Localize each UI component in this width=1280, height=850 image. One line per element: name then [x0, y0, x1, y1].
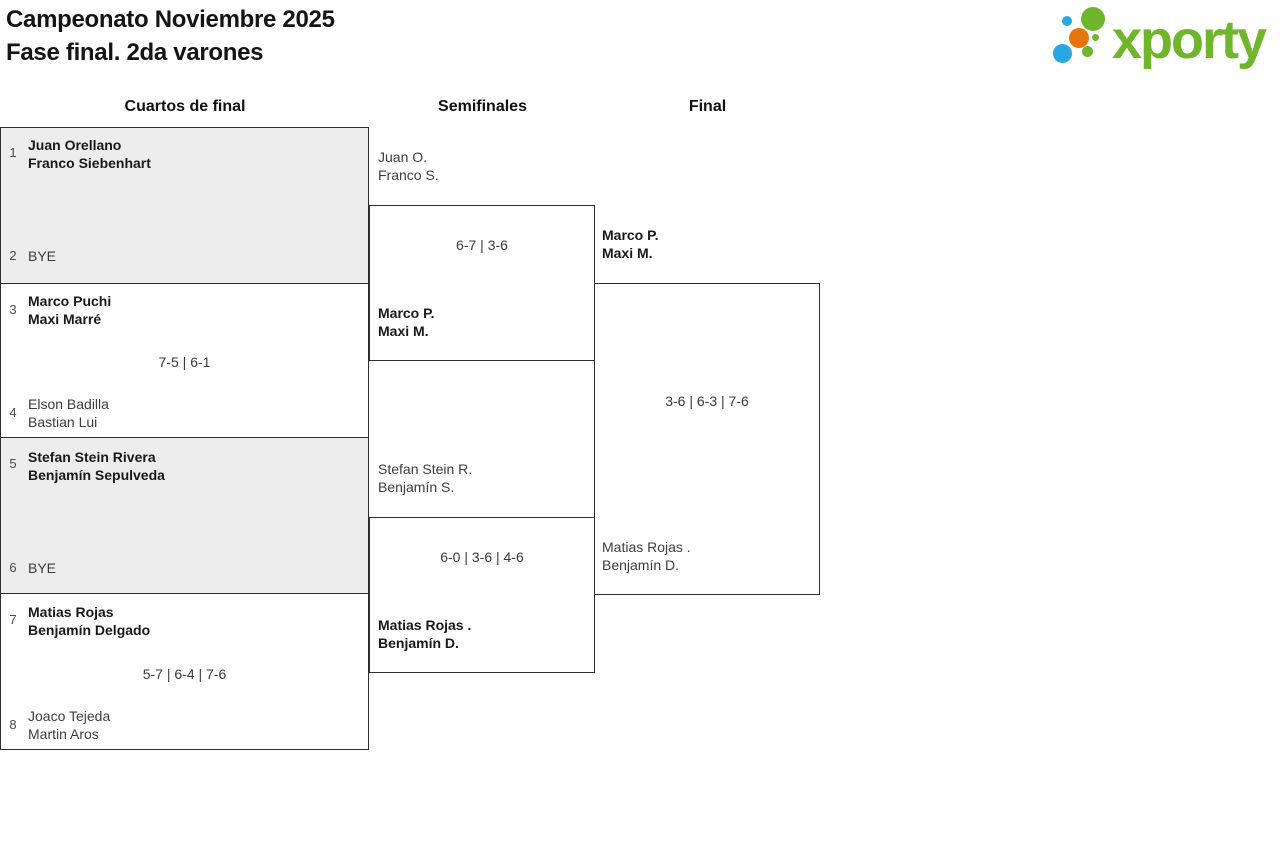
player-name: Maxi M.	[378, 323, 429, 339]
seed-number: 7	[9, 612, 17, 627]
match-box-sf1[interactable]	[369, 205, 595, 361]
player-name: Franco Siebenhart	[28, 155, 151, 171]
player-name: Benjamín Delgado	[28, 622, 151, 638]
player-name: Matias Rojas .	[602, 539, 691, 555]
player-name: Benjamín S.	[378, 479, 455, 495]
player-name: Stefan Stein Rivera	[28, 449, 156, 465]
match-box-final[interactable]	[594, 283, 820, 595]
seed-number: 6	[9, 560, 17, 575]
player-name: Maxi Marré	[28, 311, 102, 327]
player-name: Benjamín D.	[602, 557, 680, 573]
player-name: Marco Puchi	[28, 293, 112, 309]
player-name: Benjamín Sepulveda	[28, 467, 165, 483]
logo-text: xporty	[1112, 10, 1267, 70]
player-name: Stefan Stein R.	[378, 461, 473, 477]
player-name: Juan O.	[378, 149, 428, 165]
match-score: 6-7 | 3-6	[456, 237, 508, 253]
seed-number: 5	[9, 456, 17, 471]
seed-number: 1	[9, 145, 17, 160]
logo-dot-green-tiny	[1092, 34, 1099, 41]
player-name: Benjamín D.	[378, 635, 459, 651]
player-name: BYE	[28, 560, 57, 576]
player-name: Matias Rojas .	[378, 617, 472, 633]
player-name: Elson Badilla	[28, 396, 109, 412]
match-score: 6-0 | 3-6 | 4-6	[440, 549, 524, 565]
logo-dot-blue-small	[1062, 16, 1072, 26]
match-score: 5-7 | 6-4 | 7-6	[142, 666, 227, 682]
logo-dot-green-large	[1081, 7, 1105, 31]
player-name: BYE	[28, 248, 57, 264]
player-name: Juan Orellano	[28, 137, 122, 153]
match-box-qf4[interactable]	[0, 593, 369, 750]
logo-dot-blue-medium	[1053, 44, 1072, 63]
column-header-semifinals: Semifinales	[438, 98, 527, 115]
seed-number: 3	[9, 302, 17, 317]
match-score: 7-5 | 6-1	[158, 354, 211, 370]
match-box-qf2[interactable]	[0, 283, 369, 438]
logo-dot-green-small	[1082, 46, 1093, 57]
column-header-final: Final	[688, 98, 727, 115]
player-name: Marco P.	[602, 227, 659, 243]
player-name: Matias Rojas	[28, 604, 114, 620]
player-name: Martin Aros	[28, 726, 99, 742]
player-name: Franco S.	[378, 167, 439, 183]
player-name: Joaco Tejeda	[28, 708, 111, 724]
match-box-qf1[interactable]	[0, 127, 369, 284]
logo-dot-orange	[1069, 28, 1089, 48]
player-name: Bastian Lui	[28, 414, 98, 430]
player-name: Marco P.	[378, 305, 435, 321]
player-name: Maxi M.	[602, 245, 653, 261]
seed-number: 8	[9, 717, 17, 732]
match-score: 3-6 | 6-3 | 7-6	[665, 393, 749, 409]
seed-number: 2	[9, 248, 17, 263]
xporty-logo[interactable]: xporty	[1050, 5, 1280, 69]
bracket-subtitle: Fase final. 2da varones	[6, 39, 264, 66]
tournament-title: Campeonato Noviembre 2025	[6, 6, 335, 33]
seed-number: 4	[9, 405, 17, 420]
match-box-sf2[interactable]	[369, 517, 595, 673]
column-header-quarterfinals: Cuartos de final	[124, 98, 246, 115]
